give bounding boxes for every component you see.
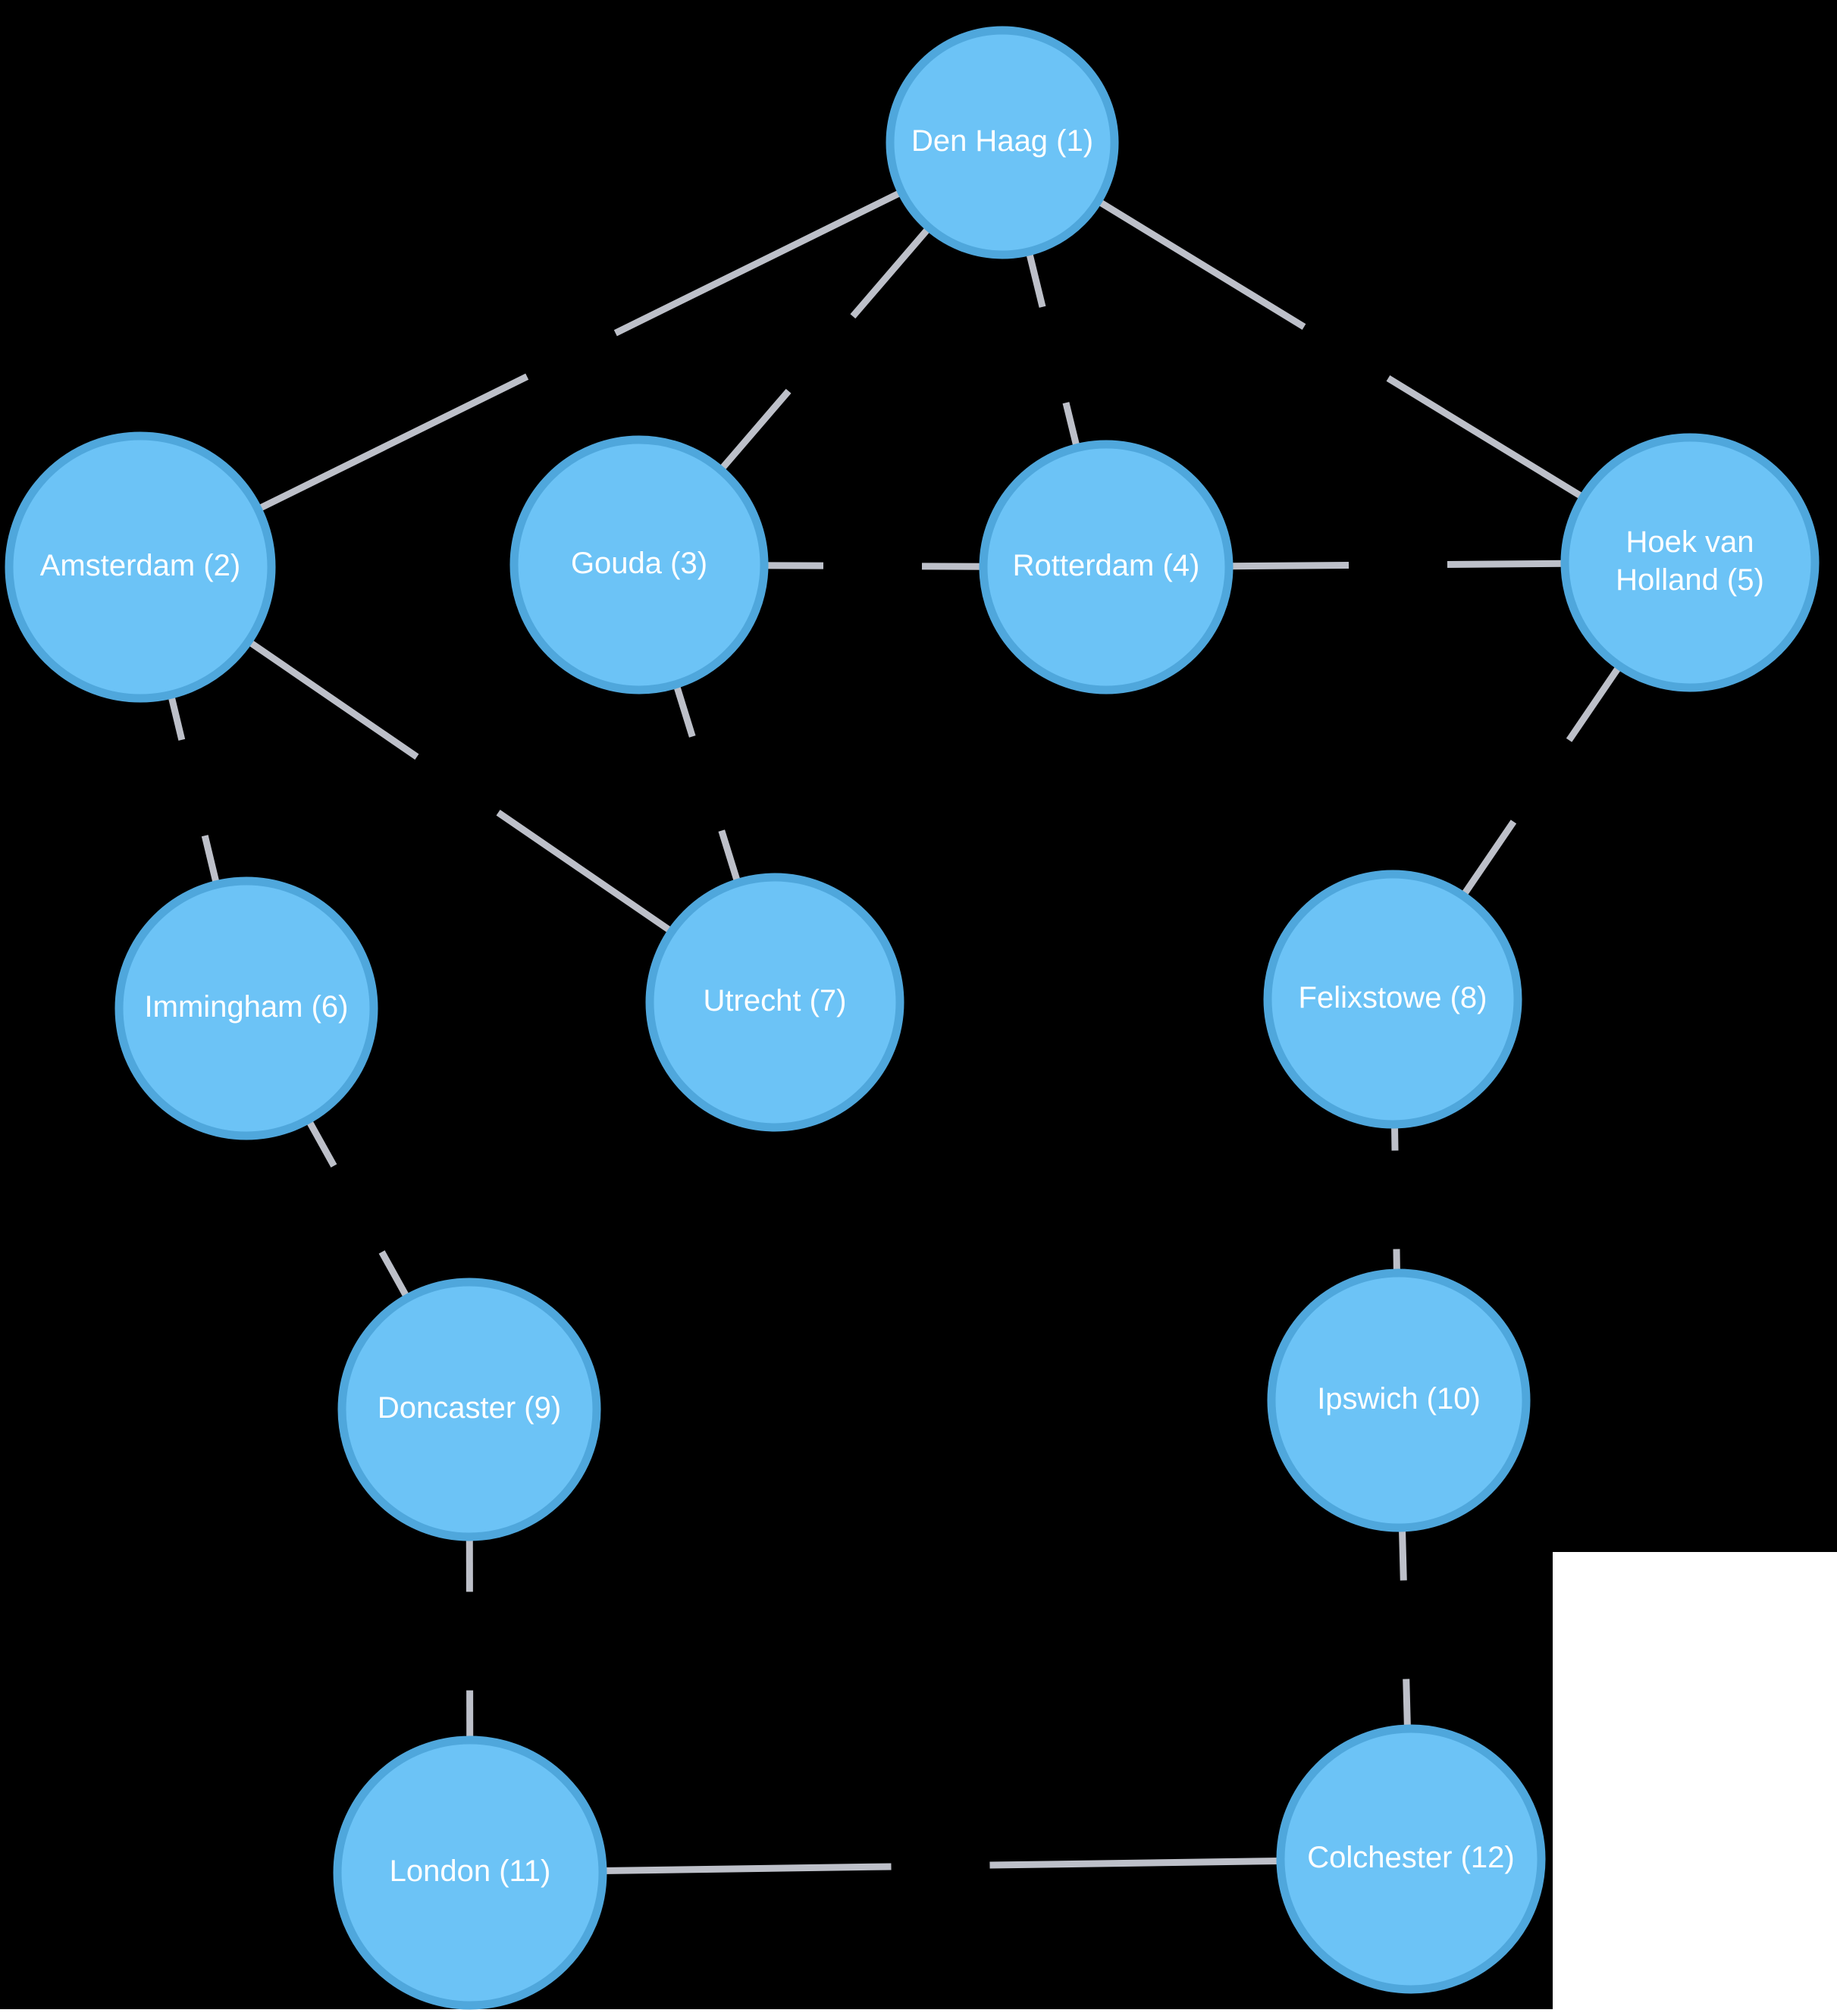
edge-den-haag-rotterdam-segment-b xyxy=(1062,402,1080,449)
edge-amsterdam-utrecht[interactable] xyxy=(246,638,674,935)
edge-london-colchester[interactable] xyxy=(602,1857,1281,1874)
edge-den-haag-hoek-van-holland[interactable] xyxy=(1096,198,1585,500)
edge-gouda-utrecht-segment-a xyxy=(672,683,696,738)
edge-felixstowe-ipswich-segment-a xyxy=(1390,1124,1399,1151)
node-felixstowe[interactable]: Felixstowe (8) xyxy=(1263,870,1522,1129)
edge-ipswich-colchester[interactable] xyxy=(1398,1527,1411,1729)
edge-amsterdam-utrecht-segment-b xyxy=(496,810,674,935)
edge-hoek-van-holland-felixstowe-segment-b xyxy=(1460,820,1517,898)
node-amsterdam-shape[interactable] xyxy=(5,431,276,703)
node-rotterdam[interactable]: Rotterdam (4) xyxy=(979,440,1234,694)
edge-rotterdam-hoek-van-holland[interactable] xyxy=(1228,560,1566,570)
node-ipswich[interactable]: Ipswich (10) xyxy=(1267,1268,1531,1532)
edge-den-haag-gouda-segment-b xyxy=(718,388,792,472)
node-doncaster-shape[interactable] xyxy=(337,1278,601,1541)
edge-hoek-van-holland-felixstowe-segment-a xyxy=(1566,663,1622,742)
node-utrecht[interactable]: Utrecht (7) xyxy=(645,873,904,1132)
edge-gouda-utrecht-segment-b xyxy=(718,829,741,884)
node-gouda[interactable]: Gouda (3) xyxy=(509,435,769,694)
edge-felixstowe-ipswich[interactable] xyxy=(1390,1124,1400,1274)
node-gouda-shape[interactable] xyxy=(509,435,769,694)
edge-immingham-doncaster[interactable] xyxy=(305,1118,411,1300)
edge-den-haag-gouda[interactable] xyxy=(718,225,932,472)
node-doncaster[interactable]: Doncaster (9) xyxy=(337,1278,601,1541)
node-colchester-shape[interactable] xyxy=(1276,1724,1546,1994)
node-utrecht-shape[interactable] xyxy=(645,873,904,1132)
edge-hoek-van-holland-felixstowe[interactable] xyxy=(1460,663,1622,898)
edge-ipswich-colchester-segment-b xyxy=(1403,1679,1411,1729)
node-hoek-van-holland-shape[interactable] xyxy=(1560,433,1820,692)
edge-den-haag-gouda-segment-a xyxy=(850,225,932,319)
edge-immingham-doncaster-segment-a xyxy=(305,1118,337,1168)
edge-den-haag-amsterdam[interactable] xyxy=(256,189,904,513)
edge-den-haag-amsterdam-segment-b xyxy=(256,373,529,513)
edge-london-colchester-segment-b xyxy=(989,1857,1281,1869)
edge-immingham-doncaster-segment-b xyxy=(378,1250,411,1300)
node-london[interactable]: London (11) xyxy=(333,1735,607,2010)
node-den-haag-shape[interactable] xyxy=(886,26,1119,259)
edge-den-haag-hoek-van-holland-segment-b xyxy=(1386,375,1585,500)
node-london-shape[interactable] xyxy=(333,1735,607,2010)
node-colchester[interactable]: Colchester (12) xyxy=(1276,1724,1546,1994)
canvas-backdrop-top xyxy=(0,0,1837,1552)
node-immingham[interactable]: Immingham (6) xyxy=(114,876,378,1140)
node-immingham-shape[interactable] xyxy=(114,876,378,1140)
node-ipswich-shape[interactable] xyxy=(1267,1268,1531,1532)
canvas-backdrop-bottom xyxy=(0,1552,1553,2009)
node-rotterdam-shape[interactable] xyxy=(979,440,1234,694)
edge-london-colchester-segment-a xyxy=(602,1863,892,1874)
edge-amsterdam-immingham-segment-b xyxy=(201,835,221,886)
node-den-haag[interactable]: Den Haag (1) xyxy=(886,26,1119,259)
edge-gouda-utrecht[interactable] xyxy=(672,683,741,884)
edge-ipswich-colchester-segment-a xyxy=(1398,1527,1407,1581)
edge-rotterdam-hoek-van-holland-segment-b xyxy=(1447,560,1566,568)
edge-den-haag-rotterdam-segment-a xyxy=(1025,250,1046,308)
edge-den-haag-amsterdam-segment-a xyxy=(613,189,904,337)
node-amsterdam[interactable]: Amsterdam (2) xyxy=(5,431,276,703)
nodes-layer: Den Haag (1) Amsterdam (2) Gouda (3) Rotter… xyxy=(5,26,1820,2010)
edge-amsterdam-utrecht-segment-a xyxy=(246,638,419,760)
edge-den-haag-hoek-van-holland-segment-a xyxy=(1096,198,1306,330)
edge-amsterdam-immingham[interactable] xyxy=(168,694,221,886)
node-felixstowe-shape[interactable] xyxy=(1263,870,1522,1129)
edges-layer xyxy=(168,189,1622,1874)
edge-amsterdam-immingham-segment-a xyxy=(168,694,186,741)
edge-den-haag-rotterdam[interactable] xyxy=(1025,250,1080,449)
